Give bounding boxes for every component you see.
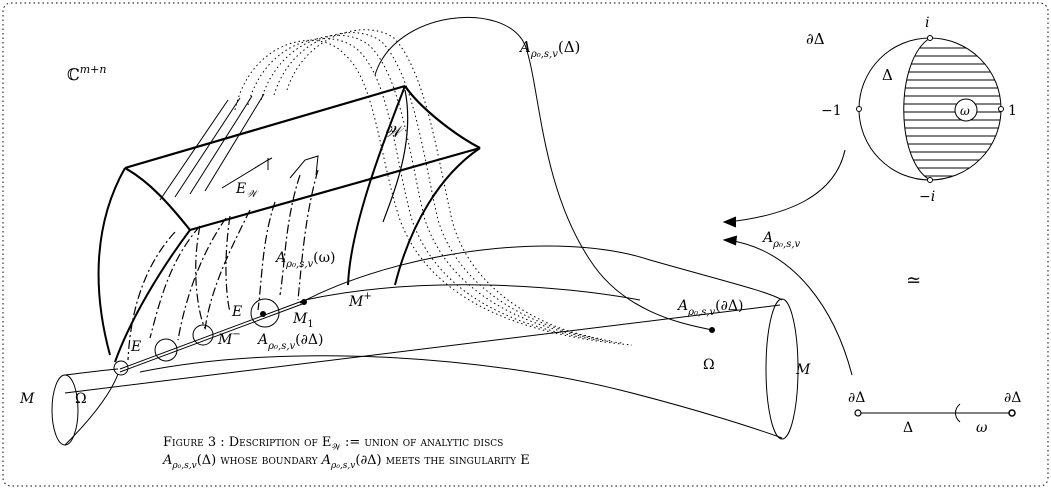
tube-middle-curve xyxy=(304,284,641,301)
w-left-face-inner xyxy=(114,229,191,363)
left-cone-bottom xyxy=(64,373,119,446)
m-line-a xyxy=(64,304,781,394)
dashed-arc-5 xyxy=(279,174,301,296)
label-a-delta: Aρ₀,s,v(Δ) xyxy=(518,38,580,60)
point-m1 xyxy=(301,299,307,305)
label-disc-boundary: ∂Δ xyxy=(806,30,825,48)
label-disc-delta: Δ xyxy=(882,66,893,84)
arrow-from-disc-head xyxy=(722,216,737,228)
caption-line-2: Aρ₀,s,v(Δ) whose boundary Aρ₀,s,v(∂Δ) me… xyxy=(162,453,530,471)
hatch-line-5 xyxy=(221,157,273,189)
w-right-face-3 xyxy=(382,89,409,223)
dotted-strand-2 xyxy=(247,38,623,344)
label-e-w: E𝒲 xyxy=(235,181,259,200)
mapping-arrows xyxy=(722,149,853,376)
label-m1: M1 xyxy=(292,311,314,330)
hatch-line-7 xyxy=(289,155,319,179)
hatch-line-2 xyxy=(174,97,241,198)
caption-line-1: Figure 3 : Description of E𝒲 := union of… xyxy=(163,435,503,453)
unit-disc-diagram: ∂Δ Δ i −i −1 1 ω xyxy=(806,15,1017,205)
dotted-strand-5 xyxy=(286,29,593,338)
label-disc-one: 1 xyxy=(1008,103,1017,119)
small-disc-e xyxy=(113,360,129,376)
segment-right-end xyxy=(1008,409,1016,417)
main-labels: ℂm+n Aρ₀,s,v(Δ) 𝒲 E𝒲 Aρ₀,s,v(ω) M+ M1 M−… xyxy=(19,38,811,407)
dashed-arc-6 xyxy=(297,169,319,301)
left-cone-ellipse xyxy=(51,374,79,446)
w-left-face xyxy=(97,167,126,356)
segment-diagram: ∂Δ ∂Δ Δ ω xyxy=(848,390,1021,436)
label-omega-right: Ω xyxy=(703,357,715,373)
label-map: Aρ₀,s,v xyxy=(761,230,801,250)
point-one xyxy=(998,106,1004,112)
label-seg-omega: ω xyxy=(976,420,988,436)
label-a-omega: Aρ₀,s,v(ω) xyxy=(274,250,336,270)
label-m-minus: M− xyxy=(217,329,241,348)
label-e-upper: E xyxy=(231,304,242,320)
w-right-face xyxy=(347,85,406,286)
hatch-line-3 xyxy=(189,95,253,195)
w-box-bottom xyxy=(189,146,481,232)
dotted-strand-3 xyxy=(260,34,613,342)
omega-bubble xyxy=(954,98,978,122)
dashed-arc-8 xyxy=(225,215,231,313)
label-omega-left: Ω xyxy=(75,391,87,407)
tube-end-ellipse xyxy=(765,298,799,440)
w-box-top xyxy=(124,84,406,170)
disc-loop-solid xyxy=(374,17,713,331)
label-disc-minus-one: −1 xyxy=(821,103,842,119)
tube-bottom xyxy=(139,355,783,439)
dashed-arc-1 xyxy=(127,225,201,361)
point-minus-one xyxy=(856,106,862,112)
label-disc-omega: ω xyxy=(960,104,970,118)
label-m-plus: M+ xyxy=(348,291,372,310)
label-disc-minus-i: −i xyxy=(919,189,935,205)
hatched-region-edge xyxy=(903,37,931,181)
arrow-from-segment xyxy=(727,239,853,376)
point-boundary-right xyxy=(709,327,715,333)
label-m-right: M xyxy=(795,362,811,378)
small-disc-4 xyxy=(250,298,280,328)
dashed-arc-4 xyxy=(257,201,276,311)
label-w: 𝒲 xyxy=(384,122,405,141)
segment-omega-bracket xyxy=(955,403,961,423)
dashed-arc-3 xyxy=(204,209,251,331)
label-m-left: M xyxy=(19,391,35,407)
label-e-lower: E xyxy=(130,339,141,355)
main-sketch xyxy=(51,17,799,446)
label-disc-i: i xyxy=(925,15,929,31)
label-cmn: ℂm+n xyxy=(67,63,106,84)
small-disc-3 xyxy=(192,324,214,346)
label-a-boundary-right: Aρ₀,s,v(∂Δ) xyxy=(676,298,743,318)
arrow-from-segment-head xyxy=(722,235,738,246)
segment-left-end xyxy=(854,409,862,417)
left-cone-top xyxy=(64,368,119,376)
unit-disc-circle xyxy=(858,37,1002,181)
dotted-strand-4 xyxy=(273,32,603,340)
w-box-left-edge xyxy=(124,167,191,231)
w-box-right-edge xyxy=(404,85,481,149)
label-seg-left: ∂Δ xyxy=(848,390,865,406)
point-e xyxy=(260,311,266,317)
label-simeq: ≃ xyxy=(906,270,921,291)
arrow-from-disc xyxy=(727,149,846,223)
small-disc-2 xyxy=(154,338,178,362)
point-i xyxy=(927,35,933,41)
point-minus-i xyxy=(927,177,933,183)
caption: Figure 3 : Description of E𝒲 := union of… xyxy=(162,435,530,471)
hatch-line-1 xyxy=(159,99,229,201)
label-a-boundary-left: Aρ₀,s,v(∂Δ) xyxy=(256,332,323,352)
tube-top xyxy=(299,245,783,304)
dashed-arc-7 xyxy=(195,225,206,329)
hatch-line-4 xyxy=(204,93,265,192)
label-seg-right: ∂Δ xyxy=(1004,390,1021,406)
label-seg-delta: Δ xyxy=(903,420,913,436)
